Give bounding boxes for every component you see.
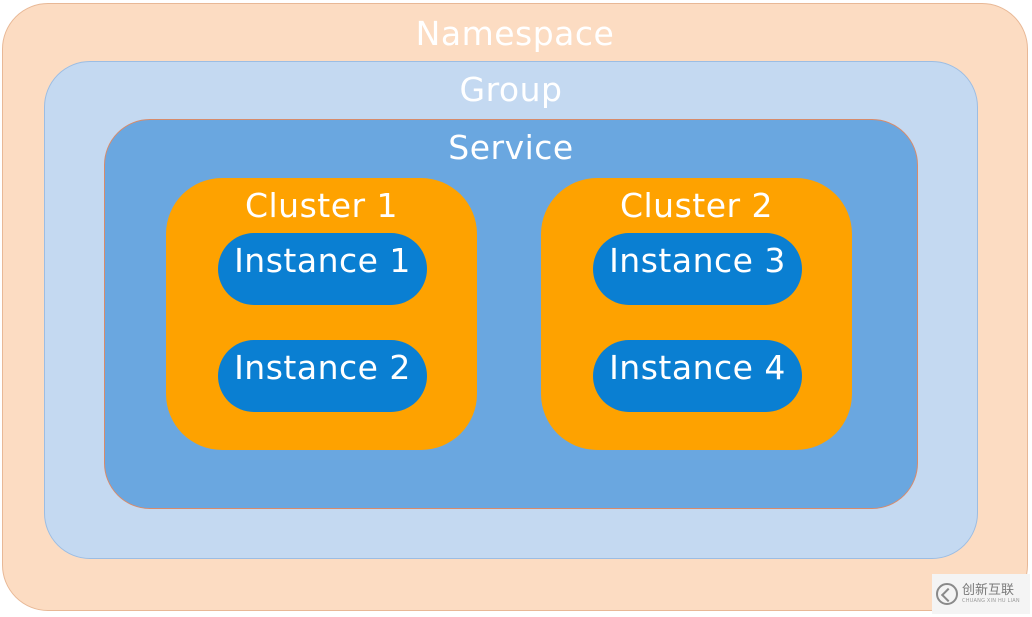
instance-2-label: Instance 2 [234,348,411,387]
service-label: Service [448,128,574,167]
cluster-2-label: Cluster 2 [619,186,774,225]
watermark-text: 创新互联 CHUANG XIN HU LIAN [962,584,1020,604]
cluster-1-box: Cluster 1 Instance 1 Instance 2 [166,178,477,450]
watermark-logo: 创新互联 CHUANG XIN HU LIAN [932,574,1030,614]
cluster-1-label: Cluster 1 [244,186,399,225]
instance-1-box: Instance 1 [218,233,427,305]
instance-4-box: Instance 4 [593,340,802,412]
instance-3-label: Instance 3 [609,241,786,280]
instance-4-label: Instance 4 [609,348,786,387]
namespace-label: Namespace [415,14,615,53]
instance-1-label: Instance 1 [234,241,411,280]
group-label: Group [459,70,563,109]
brand-logo-icon [936,583,958,605]
instance-2-box: Instance 2 [218,340,427,412]
cluster-2-box: Cluster 2 Instance 3 Instance 4 [541,178,852,450]
instance-3-box: Instance 3 [593,233,802,305]
watermark-en: CHUANG XIN HU LIAN [962,598,1020,604]
watermark-cn: 创新互联 [962,583,1015,598]
